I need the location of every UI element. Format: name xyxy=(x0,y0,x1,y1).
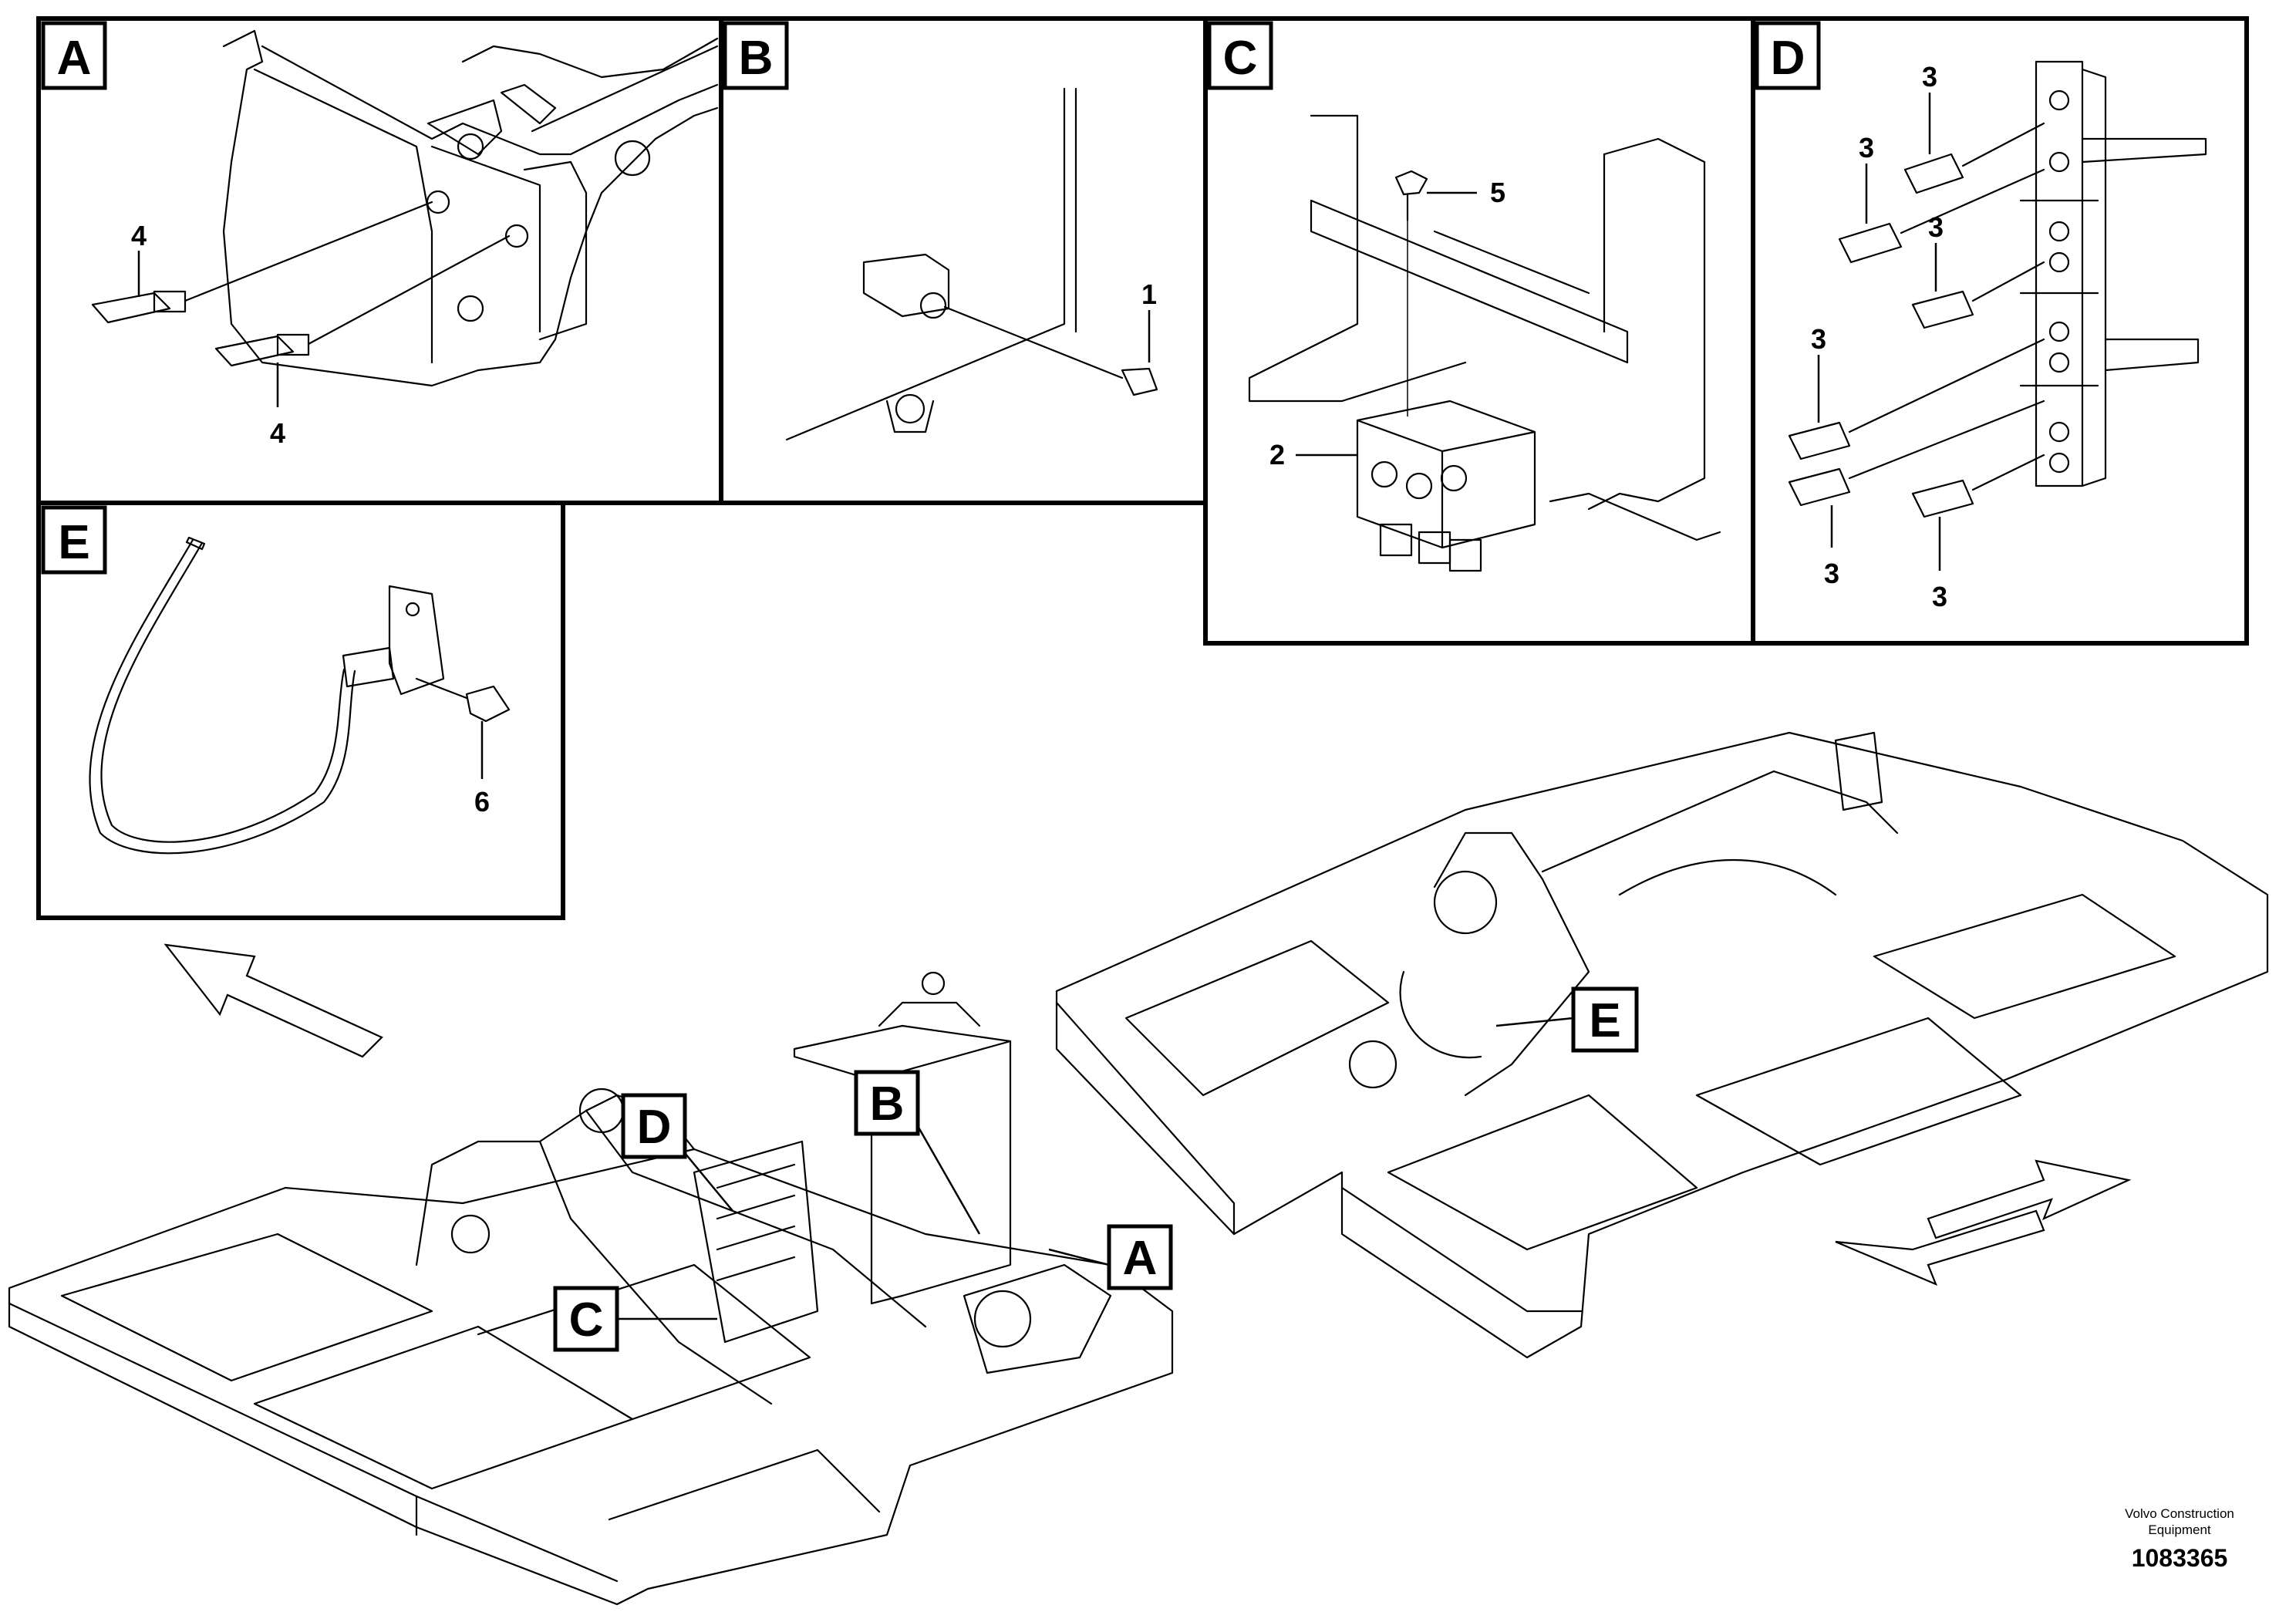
callout-3-c: 3 xyxy=(1928,211,1944,243)
company-name: Volvo Construction Equipment xyxy=(2095,1506,2264,1538)
callout-4-upper: 4 xyxy=(131,220,147,251)
callout-3-f: 3 xyxy=(1932,581,1947,612)
panel-e-label: E xyxy=(58,516,89,569)
panel-d: D 3 3 3 3 3 3 xyxy=(1751,16,2249,646)
pressure-sensor-icon xyxy=(1788,338,2045,460)
callout-2: 2 xyxy=(1269,439,1285,470)
overview-label-d: D xyxy=(637,1101,672,1154)
panel-c-label: C xyxy=(1223,32,1258,85)
pressure-sensor-icon xyxy=(214,234,511,367)
callout-3-a: 3 xyxy=(1922,61,1937,93)
callout-1: 1 xyxy=(1141,278,1157,310)
panel-b-label: B xyxy=(739,32,774,85)
panel-a-label: A xyxy=(57,32,92,85)
direction-arrow-icon xyxy=(164,943,383,1058)
bolt-icon xyxy=(1394,170,1428,416)
pressure-sensor-icon xyxy=(415,677,511,723)
overview-left-frame: D B A C xyxy=(8,943,1174,1606)
pressure-sensor-icon xyxy=(1911,261,2045,329)
pressure-sensor-icon xyxy=(1788,400,2045,507)
panel-b: B 1 xyxy=(719,16,1208,505)
callout-4-lower: 4 xyxy=(270,417,285,449)
pressure-sensor-icon xyxy=(1838,168,2045,264)
callout-3-b: 3 xyxy=(1859,132,1874,164)
company-line-2: Equipment xyxy=(2148,1523,2211,1537)
callout-5: 5 xyxy=(1490,177,1505,208)
direction-arrow-icon xyxy=(1927,1159,2132,1239)
overview-right-frame: E xyxy=(1055,731,2269,1359)
overview-label-c: C xyxy=(569,1293,604,1347)
hose-icon xyxy=(89,536,356,855)
overview-label-a: A xyxy=(1123,1232,1158,1285)
callout-6: 6 xyxy=(474,786,490,818)
panel-c: C 5 2 xyxy=(1203,16,1755,646)
pressure-sensor-icon xyxy=(943,305,1158,396)
pressure-sensor-icon xyxy=(1911,454,2045,518)
callout-3-e: 3 xyxy=(1824,558,1839,589)
bracket-icon xyxy=(342,585,445,696)
company-line-1: Volvo Construction xyxy=(2125,1506,2234,1521)
drawing-number: 1083365 xyxy=(2131,1544,2228,1572)
callout-3-d: 3 xyxy=(1811,323,1826,355)
panel-e: E 6 xyxy=(36,501,565,920)
panel-a: A 4 4 xyxy=(36,16,723,505)
valve-block-icon xyxy=(1356,400,1536,572)
pressure-sensor-icon xyxy=(1903,122,2045,194)
pressure-sensor-icon xyxy=(91,201,433,324)
panel-d-label: D xyxy=(1771,32,1805,85)
overview-label-b: B xyxy=(870,1077,905,1131)
overview-label-e: E xyxy=(1589,994,1620,1047)
